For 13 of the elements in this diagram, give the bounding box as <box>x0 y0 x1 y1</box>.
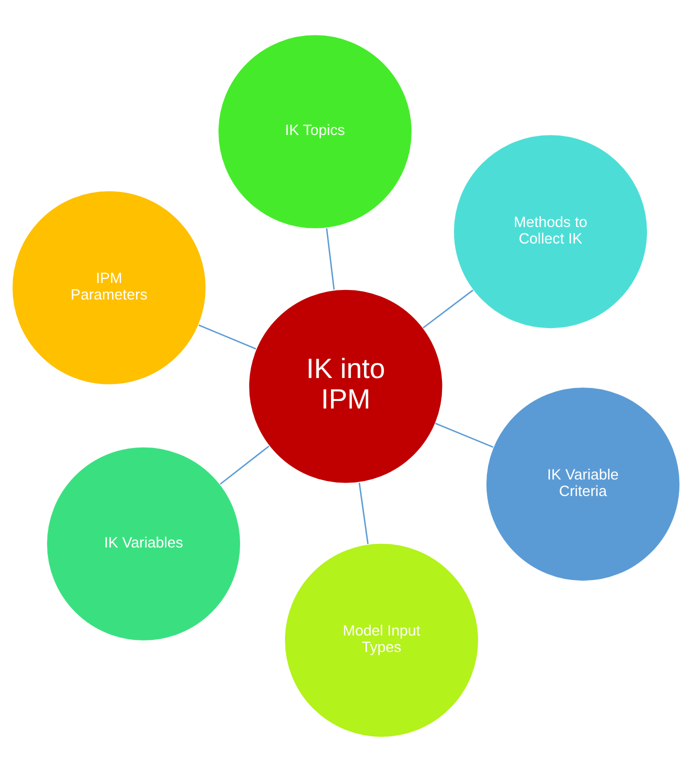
node-circle: Model Input Types <box>284 542 479 738</box>
connector <box>358 482 369 544</box>
node-circle: Methods to Collect IK <box>453 134 648 330</box>
connector <box>220 446 270 485</box>
node-circle: IK Variable Criteria <box>486 386 680 582</box>
connector <box>326 228 335 290</box>
node-circle: IK Topics <box>218 34 412 230</box>
connector <box>198 324 256 350</box>
node-circle: IPM Parameters <box>12 190 206 386</box>
node-circle: IK into IPM <box>248 288 444 484</box>
connector <box>422 290 474 328</box>
connector <box>435 422 494 448</box>
node-circle: IK Variables <box>46 446 242 642</box>
